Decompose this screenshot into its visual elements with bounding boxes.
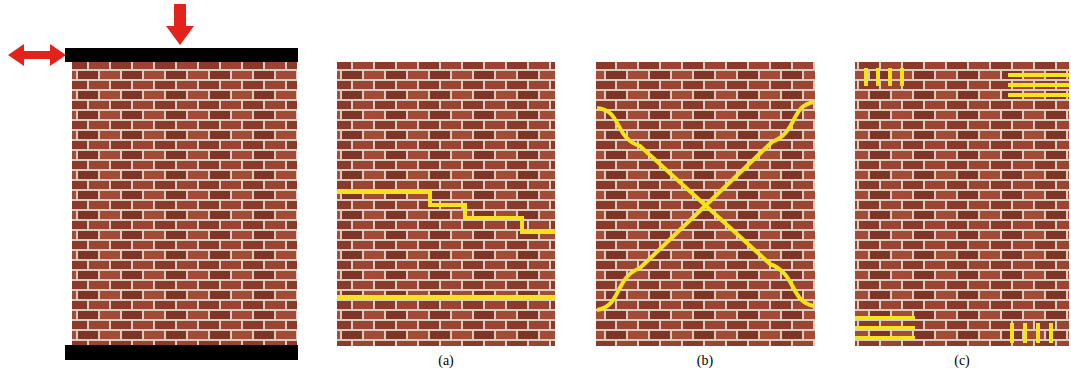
top-plate — [65, 48, 298, 62]
vertical-load-arrow — [166, 4, 194, 45]
panel-label: (c) — [954, 353, 970, 369]
diagonal-crack — [597, 102, 814, 310]
sliding-crack — [337, 192, 555, 297]
toe-crushing-cracks — [855, 68, 1069, 343]
panel-label: (a) — [438, 353, 454, 369]
brick-wall — [855, 62, 1069, 346]
brick-wall — [596, 62, 815, 346]
panel-label: (b) — [697, 353, 713, 369]
bottom-plate — [65, 345, 298, 360]
brick-wall — [72, 62, 297, 346]
shear-load-arrow — [8, 44, 66, 66]
brick-wall — [337, 62, 555, 346]
